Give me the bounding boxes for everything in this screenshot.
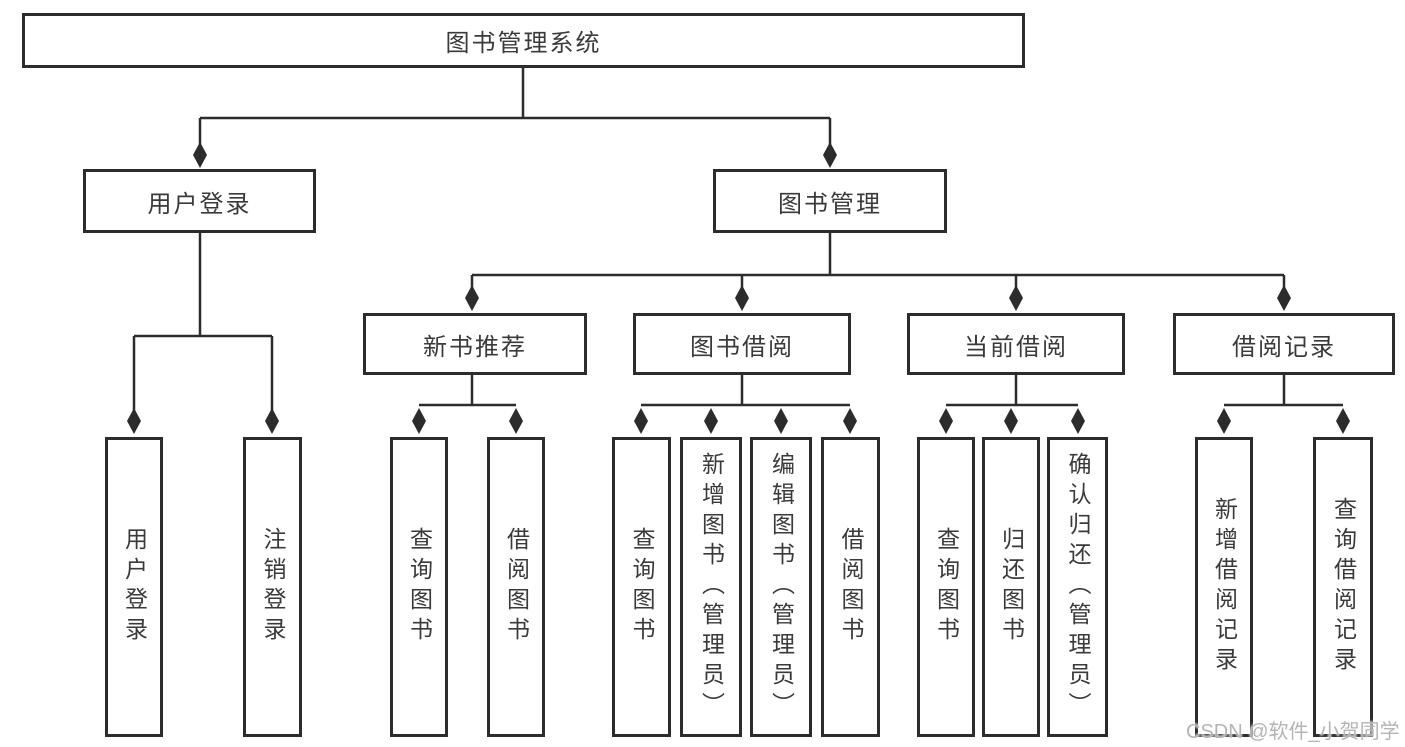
node-user-login: 用户登录 <box>83 169 316 233</box>
leaf-confirm-return-admin: 确认归还（管理员） <box>1047 437 1108 737</box>
arrow-down-icon <box>412 408 426 434</box>
arrow-down-icon <box>127 408 141 434</box>
arrow-down-icon <box>939 408 953 434</box>
arrow-down-icon <box>704 408 718 434</box>
arrow-down-icon <box>1071 408 1085 434</box>
leaf-add-books-admin: 新增图书（管理员） <box>680 437 742 737</box>
arrow-down-icon <box>823 142 837 168</box>
leaf-query-books-current: 查询图书 <box>917 437 975 737</box>
arrow-down-icon <box>735 285 749 311</box>
node-current-borrowing: 当前借阅 <box>907 313 1125 375</box>
leaf-query-books-borrow: 查询图书 <box>612 437 671 737</box>
leaf-query-borrow-record: 查询借阅记录 <box>1313 437 1373 737</box>
leaf-edit-books-admin: 编辑图书（管理员） <box>750 437 812 737</box>
arrow-down-icon <box>1336 408 1350 434</box>
arrow-down-icon <box>1217 408 1231 434</box>
leaf-return-books: 归还图书 <box>982 437 1040 737</box>
leaf-query-books-recommend: 查询图书 <box>390 437 448 737</box>
node-new-book-recommendation: 新书推荐 <box>363 313 587 375</box>
arrow-down-icon <box>774 408 788 434</box>
arrow-down-icon <box>193 142 207 168</box>
leaf-borrow-books-recommend: 借阅图书 <box>487 437 545 737</box>
arrow-down-icon <box>1277 285 1291 311</box>
node-book-management: 图书管理 <box>713 169 947 233</box>
arrow-down-icon <box>1009 285 1023 311</box>
leaf-borrow-books-borrow: 借阅图书 <box>821 437 880 737</box>
connector-lines <box>132 68 1343 414</box>
csdn-watermark: CSDN @软件_小贺同学 <box>1186 721 1400 743</box>
arrow-down-icon <box>1004 408 1018 434</box>
arrow-down-icon <box>843 408 857 434</box>
arrow-down-icon <box>265 408 279 434</box>
node-book-borrowing: 图书借阅 <box>633 313 851 375</box>
arrow-down-icon <box>509 408 523 434</box>
leaf-user-login: 用户登录 <box>105 437 163 737</box>
node-root: 图书管理系统 <box>22 13 1025 68</box>
arrow-down-icon <box>465 285 479 311</box>
leaf-add-borrow-record: 新增借阅记录 <box>1195 437 1253 737</box>
arrowheads <box>127 142 1350 434</box>
arrow-down-icon <box>634 408 648 434</box>
leaf-logout-login: 注销登录 <box>243 437 302 737</box>
node-borrowing-records: 借阅记录 <box>1173 313 1395 375</box>
